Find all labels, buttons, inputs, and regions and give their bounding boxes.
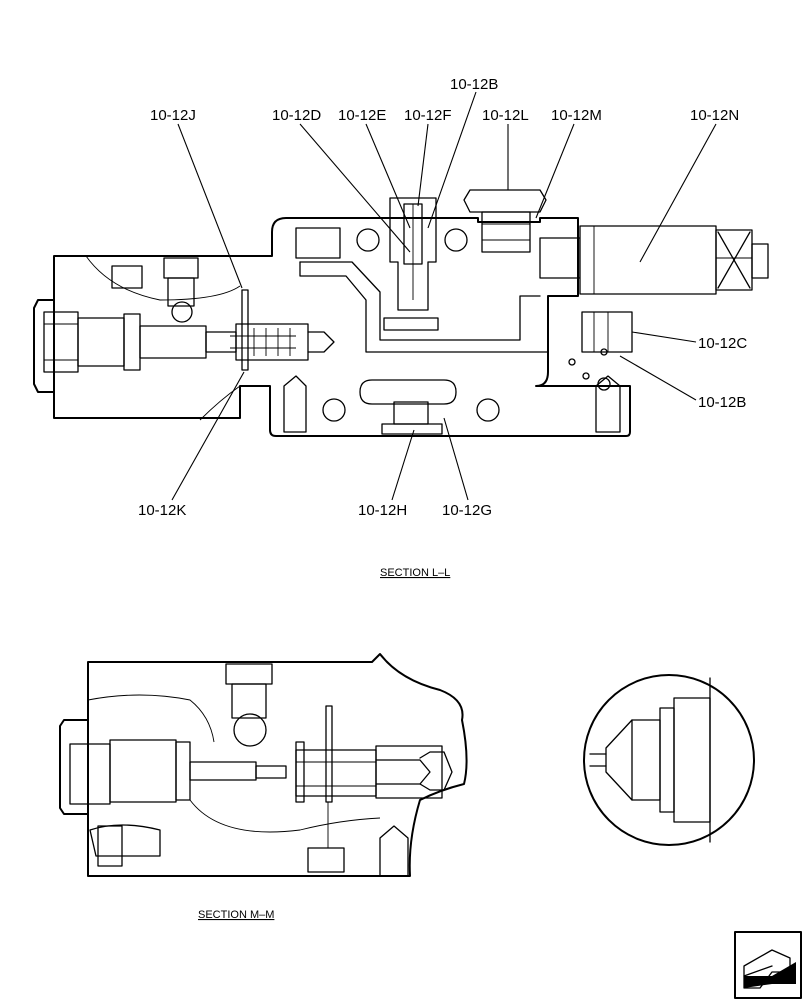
callout-10-12d: 10-12D (272, 107, 321, 124)
callout-10-12b-top: 10-12B (450, 76, 498, 93)
callout-10-12m: 10-12M (551, 107, 602, 124)
callout-10-12k: 10-12K (138, 502, 186, 519)
detail-circle-icon (583, 674, 755, 846)
callout-10-12e: 10-12E (338, 107, 386, 124)
section-m-drawing (59, 653, 468, 877)
callout-10-12l: 10-12L (482, 107, 529, 124)
section-l-callouts: 10-12J 10-12D 10-12E 10-12F 10-12B 10-12… (138, 76, 747, 519)
section-l-drawing (33, 189, 769, 437)
section-l-title: SECTION L–L (380, 567, 450, 579)
callout-10-12h: 10-12H (358, 502, 407, 519)
section-m-title: SECTION M–M (198, 909, 274, 921)
callout-10-12c: 10-12C (698, 335, 747, 352)
callout-10-12f: 10-12F (404, 107, 452, 124)
callout-10-12j: 10-12J (150, 107, 196, 124)
section-l-leaders (171, 91, 717, 501)
callout-10-12g: 10-12G (442, 502, 492, 519)
next-page-arrow-icon[interactable] (734, 931, 802, 999)
callout-10-12b-right: 10-12B (698, 394, 746, 411)
callout-10-12n: 10-12N (690, 107, 739, 124)
